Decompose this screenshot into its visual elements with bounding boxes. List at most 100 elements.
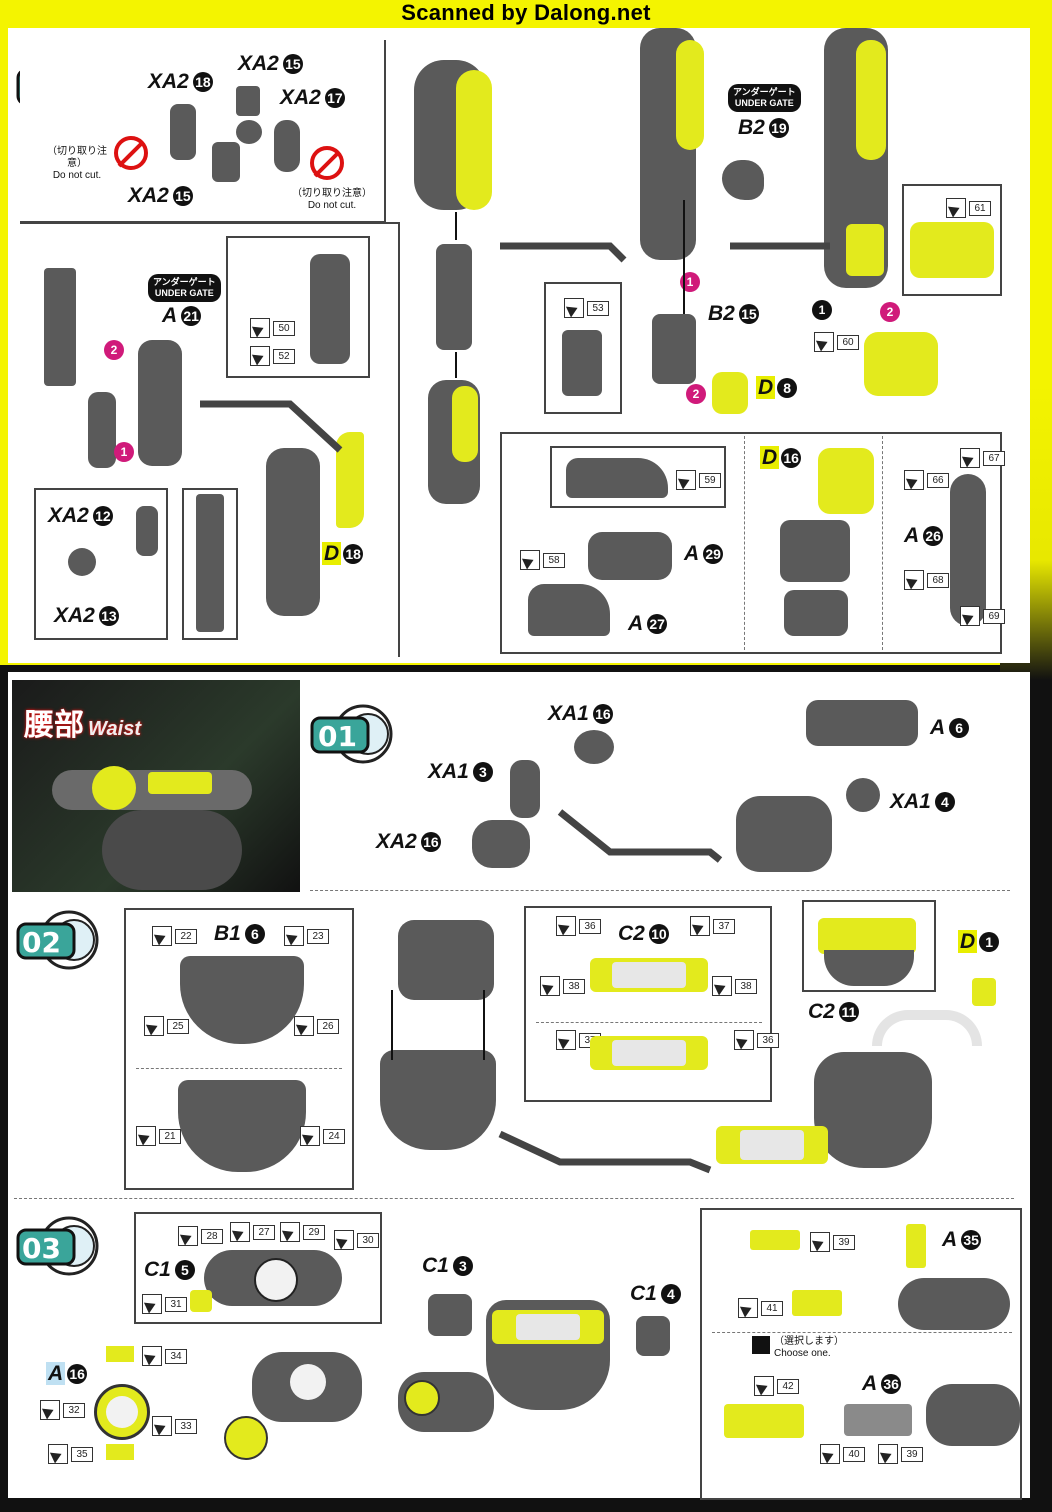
no-cut-icon — [114, 136, 148, 170]
foot-box-divider — [882, 436, 883, 650]
calf-plate-b2-19 — [722, 160, 764, 200]
joint-part-xa2-18 — [170, 104, 196, 160]
sticker-60: 60 — [814, 332, 859, 352]
no-cut-note: （切り取り注意）Do not cut. — [292, 188, 372, 211]
step-02-badge — [16, 910, 99, 970]
sticker-69: 69 — [960, 606, 1005, 626]
ankle-b2-15 — [652, 314, 696, 384]
step-01-badge — [310, 704, 393, 764]
frame-detail — [196, 494, 224, 632]
sticker-61-part — [910, 222, 994, 278]
sticker-68: 68 — [904, 570, 949, 590]
sticker-42: 42 — [754, 1376, 799, 1396]
joint-part-ball — [236, 120, 262, 144]
sticker-34: 34 — [142, 1346, 187, 1366]
sticker-27: 27 — [230, 1222, 275, 1242]
choose-note: （選択します）Choose one. — [774, 1336, 844, 1359]
armor-d16 — [818, 448, 874, 514]
side-part-c1-3 — [428, 1294, 472, 1336]
belt-body-center — [516, 1314, 580, 1340]
c2-box-divider — [536, 1022, 762, 1023]
key-part-39 — [750, 1230, 800, 1250]
step-mark-2: 2 — [880, 302, 900, 322]
joint-part-xa2-15b — [212, 142, 240, 182]
no-cut-icon — [310, 146, 344, 180]
sticker-28: 28 — [178, 1226, 223, 1246]
sticker-53-part — [562, 330, 602, 396]
sticker-50: 50 — [250, 318, 295, 338]
sticker-35: 35 — [48, 1444, 93, 1464]
sticker-59: 59 — [676, 470, 721, 490]
joint-assembly — [736, 796, 832, 872]
sticker-29: 29 — [280, 1222, 325, 1242]
disk-a16 — [94, 1384, 150, 1440]
side-part-c1-4 — [636, 1316, 670, 1356]
ring-xa1-16 — [574, 730, 614, 764]
foot-cover-a — [864, 332, 938, 396]
sticker-38: 38 — [540, 976, 585, 996]
step-03-badge — [16, 1216, 99, 1276]
waist-preview-body — [102, 810, 242, 890]
sticker-61: 61 — [946, 198, 991, 218]
d1-preview — [818, 918, 916, 954]
waist-crotch-assembly — [380, 1050, 496, 1150]
lower-thigh-yellow — [452, 386, 478, 462]
waist-joint-top — [398, 920, 494, 1000]
key-part-41 — [792, 1290, 842, 1316]
sticker-23: 23 — [284, 926, 329, 946]
sticker-36: 36 — [734, 1030, 779, 1050]
foot-box-divider — [744, 436, 745, 650]
sticker-36: 36 — [556, 916, 601, 936]
toe-part-a29 — [588, 532, 672, 580]
step-02-text: 02 — [22, 926, 61, 959]
upper-leg-frame — [44, 268, 76, 386]
sticker-26: 26 — [294, 1016, 339, 1036]
belt-front-variant-center — [612, 1040, 686, 1066]
waist-base-a6 — [806, 700, 918, 746]
step-mark-2: 2 — [104, 340, 124, 360]
assembly-arrows-upper — [200, 200, 830, 453]
toe-part-59 — [566, 458, 668, 498]
no-cut-note: （切り取り注意）Do not cut. — [47, 146, 107, 181]
upper-leg-shell-a23 — [310, 254, 350, 364]
step-mark-1: 1 — [114, 442, 134, 462]
buckle-attach-disk — [404, 1380, 440, 1416]
scan-credit: Scanned by Dalong.net — [401, 0, 651, 25]
d1-preview-body — [824, 950, 914, 986]
sticker-35-part — [106, 1444, 134, 1460]
sticker-25: 25 — [144, 1016, 189, 1036]
hip-joint-part — [88, 392, 116, 468]
buckle-disk — [254, 1258, 298, 1302]
sticker-39: 39 — [810, 1232, 855, 1252]
ball-xa1-4 — [846, 778, 880, 812]
sticker-30: 30 — [334, 1230, 379, 1250]
sticker-33: 33 — [152, 1416, 197, 1436]
section-divider — [14, 1198, 1014, 1199]
armor-d8 — [712, 372, 748, 414]
ankle-guard — [846, 224, 884, 276]
disk-a16-small — [224, 1416, 268, 1460]
sticker-32: 32 — [40, 1400, 85, 1420]
sticker-31: 31 — [142, 1294, 187, 1314]
